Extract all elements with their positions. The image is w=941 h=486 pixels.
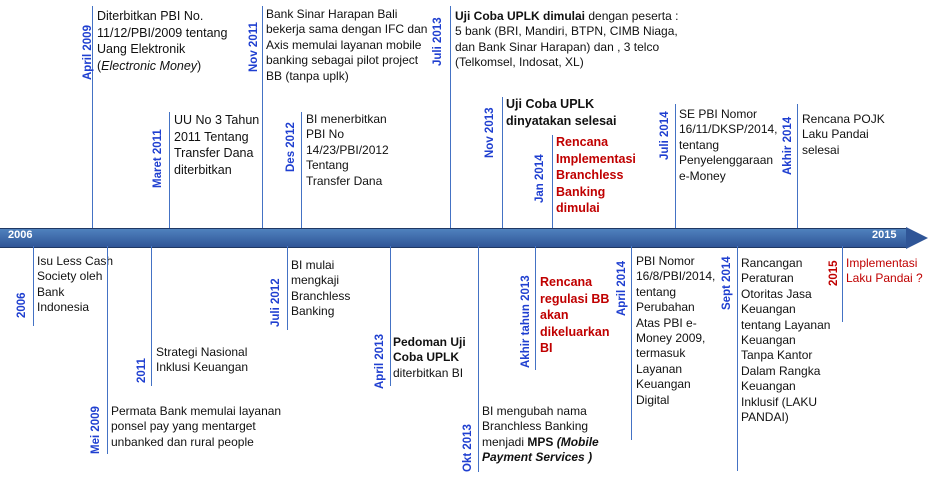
event-text-juli-2013: Uji Coba UPLK dimulai dengan peserta : 5… xyxy=(455,9,679,70)
event-text-sept-2014: Rancangan Peraturan Otoritas Jasa Keuang… xyxy=(741,256,831,425)
event-line-2011 xyxy=(151,246,152,386)
event-line-juli-2014 xyxy=(675,104,676,228)
event-text-juli-2014: SE PBI Nomor 16/11/DKSP/2014, tentang Pe… xyxy=(679,107,778,183)
event-line-2006 xyxy=(33,246,34,326)
event-line-mei-2009 xyxy=(107,246,108,454)
event-text-des-2012: BI menerbitkan PBI No 14/23/PBI/2012 Ten… xyxy=(306,112,389,188)
event-line-april-2009 xyxy=(92,6,93,228)
event-text-april-2013: Pedoman Uji Coba UPLK diterbitkan BI xyxy=(393,335,466,380)
timeline-axis xyxy=(0,228,908,248)
event-date-2011: 2011 xyxy=(136,358,148,383)
event-line-april-2014 xyxy=(631,246,632,440)
event-line-nov-2013 xyxy=(502,97,503,228)
event-date-jan-2014: Jan 2014 xyxy=(534,154,546,203)
event-line-akhir-tahun-2013 xyxy=(535,246,536,370)
axis-start-year: 2006 xyxy=(8,229,33,241)
event-line-maret-2011 xyxy=(169,112,170,228)
event-date-juli-2014: Juli 2014 xyxy=(659,111,671,160)
event-line-des-2012 xyxy=(301,112,302,228)
event-date-april-2009: April 2009 xyxy=(82,25,94,80)
event-line-nov-2011 xyxy=(262,6,263,228)
event-text-april-2009: Diterbitkan PBI No. 11/12/PBI/2009 tenta… xyxy=(97,9,228,73)
event-line-akhir-2014 xyxy=(797,104,798,228)
event-text-akhir-tahun-2013: Rencana regulasi BB akan dikeluarkan BI xyxy=(540,275,610,355)
event-date-juli-2012: Juli 2012 xyxy=(270,278,282,327)
timeline-arrow xyxy=(906,227,928,249)
event-text-2015: Implementasi Laku Pandai ? xyxy=(846,256,923,286)
event-line-april-2013 xyxy=(390,246,391,386)
event-date-okt-2013: Okt 2013 xyxy=(462,424,474,472)
event-line-sept-2014 xyxy=(737,246,738,471)
event-text-nov-2011: Bank Sinar Harapan Bali bekerja sama den… xyxy=(266,7,428,83)
event-date-nov-2013: Nov 2013 xyxy=(484,107,496,158)
event-text-2011: Strategi Nasional Inklusi Keuangan xyxy=(156,345,249,375)
event-date-juli-2013: Juli 2013 xyxy=(432,17,444,66)
event-date-april-2013: April 2013 xyxy=(374,334,386,389)
event-date-april-2014: April 2014 xyxy=(616,261,628,316)
event-text-2006: Isu Less Cash Society oleh Bank Indonesi… xyxy=(37,254,114,315)
event-date-2015: 2015 xyxy=(828,260,840,286)
event-date-mei-2009: Mei 2009 xyxy=(90,406,102,454)
event-text-jan-2014: Rencana Implementasi Branchless Banking … xyxy=(556,135,636,215)
event-text-maret-2011: UU No 3 Tahun 2011 Tentang Transfer Dana… xyxy=(174,113,260,177)
event-date-2006: 2006 xyxy=(16,292,28,318)
axis-end-year: 2015 xyxy=(872,229,897,241)
event-text-april-2014: PBI Nomor 16/8/PBI/2014, tentang Perubah… xyxy=(636,254,716,407)
event-date-akhir-2014: Akhir 2014 xyxy=(782,116,794,175)
event-line-jan-2014 xyxy=(552,135,553,228)
event-text-okt-2013: BI mengubah nama Branchless Banking menj… xyxy=(482,404,599,465)
event-date-maret-2011: Maret 2011 xyxy=(152,129,164,188)
event-text-akhir-2014: Rencana POJK Laku Pandai selesai xyxy=(802,112,885,157)
event-date-des-2012: Des 2012 xyxy=(285,122,297,172)
event-line-okt-2013 xyxy=(478,246,479,472)
event-text-nov-2013: Uji Coba UPLK dinyatakan selesai xyxy=(506,97,617,128)
event-line-juli-2013 xyxy=(450,6,451,228)
event-line-2015 xyxy=(842,246,843,322)
event-date-sept-2014: Sept 2014 xyxy=(721,256,733,310)
event-date-akhir-tahun-2013: Akhir tahun 2013 xyxy=(520,275,532,368)
event-line-juli-2012 xyxy=(287,246,288,330)
event-date-nov-2011: Nov 2011 xyxy=(248,22,260,72)
event-text-mei-2009: Permata Bank memulai layanan ponsel pay … xyxy=(111,404,282,449)
event-text-juli-2012: BI mulai mengkaji Branchless Banking xyxy=(291,258,351,319)
